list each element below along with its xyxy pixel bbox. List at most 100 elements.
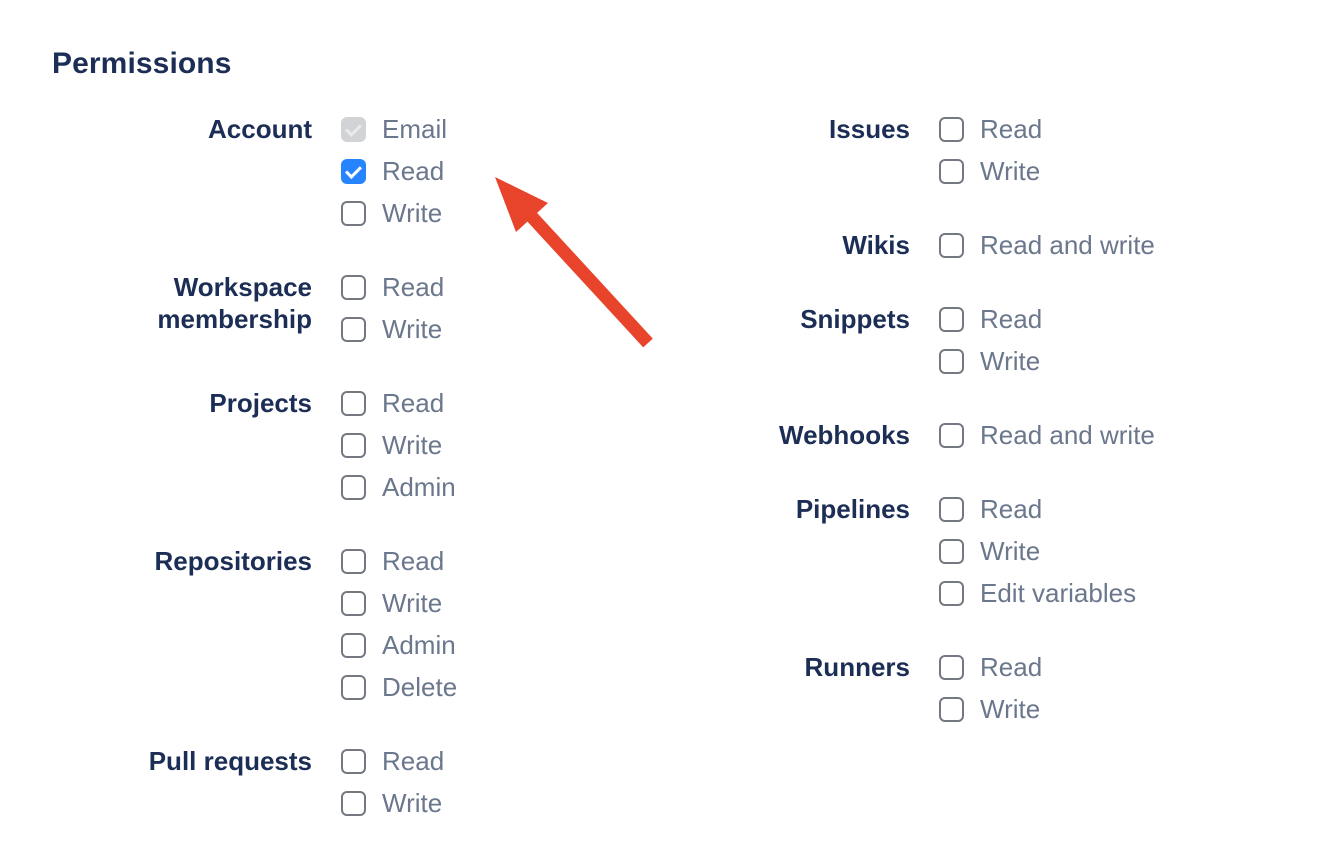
options-projects: Read Write Admin bbox=[341, 382, 456, 508]
checkbox-issues-read-icon[interactable] bbox=[939, 116, 964, 142]
option-label-account-write: Write bbox=[382, 198, 443, 228]
options-account: Email Read Write bbox=[341, 108, 447, 234]
checkbox-account-read-icon[interactable] bbox=[341, 158, 366, 184]
checkbox-pipelines-edit-variables-icon[interactable] bbox=[939, 580, 964, 606]
options-issues: Read Write bbox=[939, 108, 1042, 192]
options-pipelines: Read Write Edit variables bbox=[939, 488, 1136, 614]
checkbox-projects-read-icon[interactable] bbox=[341, 390, 366, 416]
group-label-snippets: Snippets bbox=[800, 304, 910, 334]
option-label-projects-write: Write bbox=[382, 430, 443, 460]
group-label-webhooks: Webhooks bbox=[779, 420, 910, 450]
option-label-pull-requests-write: Write bbox=[382, 788, 443, 818]
checkbox-account-email-icon bbox=[341, 116, 366, 142]
option-label-workspace-read: Read bbox=[382, 272, 445, 302]
group-label-repositories: Repositories bbox=[154, 546, 313, 576]
checkbox-runners-read-icon[interactable] bbox=[939, 654, 964, 680]
option-snippets-read[interactable]: Read bbox=[939, 298, 1042, 340]
group-label-account: Account bbox=[208, 114, 312, 144]
option-runners-write[interactable]: Write bbox=[939, 688, 1042, 730]
option-label-projects-read: Read bbox=[382, 388, 445, 418]
option-label-projects-admin: Admin bbox=[382, 472, 456, 502]
permission-group-issues: Issues Read Write bbox=[700, 108, 1155, 192]
option-workspace-read[interactable]: Read bbox=[341, 266, 444, 308]
checkbox-projects-admin-icon[interactable] bbox=[341, 474, 366, 500]
option-pull-requests-read[interactable]: Read bbox=[341, 740, 444, 782]
option-label-wikis-read-and-write: Read and write bbox=[980, 230, 1155, 260]
checkbox-snippets-write-icon[interactable] bbox=[939, 348, 964, 374]
checkbox-pipelines-read-icon[interactable] bbox=[939, 496, 964, 522]
option-label-runners-read: Read bbox=[980, 652, 1043, 682]
option-label-issues-write: Write bbox=[980, 156, 1041, 186]
option-label-repositories-read: Read bbox=[382, 546, 445, 576]
option-workspace-write[interactable]: Write bbox=[341, 308, 444, 350]
option-label-workspace-write: Write bbox=[382, 314, 443, 344]
option-label-account-read: Read bbox=[382, 156, 445, 186]
permission-group-account: Account Email Read Write bbox=[52, 108, 601, 234]
option-runners-read[interactable]: Read bbox=[939, 646, 1042, 688]
group-label-wikis: Wikis bbox=[842, 230, 910, 260]
group-label-projects: Projects bbox=[209, 388, 312, 418]
option-issues-write[interactable]: Write bbox=[939, 150, 1042, 192]
options-pull-requests: Read Write bbox=[341, 740, 444, 824]
checkbox-workspace-read-icon[interactable] bbox=[341, 274, 366, 300]
option-projects-write[interactable]: Write bbox=[341, 424, 456, 466]
option-projects-read[interactable]: Read bbox=[341, 382, 456, 424]
checkbox-webhooks-read-and-write-icon[interactable] bbox=[939, 422, 964, 448]
checkbox-repositories-admin-icon[interactable] bbox=[341, 632, 366, 658]
permission-group-repositories: Repositories Read Write Admin bbox=[52, 540, 601, 708]
checkbox-workspace-write-icon[interactable] bbox=[341, 316, 366, 342]
option-repositories-read[interactable]: Read bbox=[341, 540, 457, 582]
checkbox-pipelines-write-icon[interactable] bbox=[939, 538, 964, 564]
page-title: Permissions bbox=[52, 47, 232, 80]
checkbox-pull-requests-read-icon[interactable] bbox=[341, 748, 366, 774]
option-label-webhooks-read-and-write: Read and write bbox=[980, 420, 1155, 450]
permission-group-pipelines: Pipelines Read Write Edit variables bbox=[700, 488, 1155, 614]
option-label-snippets-write: Write bbox=[980, 346, 1041, 376]
option-label-pipelines-read: Read bbox=[980, 494, 1043, 524]
option-label-repositories-write: Write bbox=[382, 588, 443, 618]
checkbox-wikis-read-and-write-icon[interactable] bbox=[939, 232, 964, 258]
option-label-repositories-delete: Delete bbox=[382, 672, 458, 702]
option-label-pipelines-edit-variables: Edit variables bbox=[980, 578, 1137, 608]
option-account-write[interactable]: Write bbox=[341, 192, 447, 234]
options-snippets: Read Write bbox=[939, 298, 1042, 382]
checkbox-issues-write-icon[interactable] bbox=[939, 158, 964, 184]
option-pipelines-write[interactable]: Write bbox=[939, 530, 1136, 572]
option-repositories-delete[interactable]: Delete bbox=[341, 666, 457, 708]
checkbox-repositories-delete-icon[interactable] bbox=[341, 674, 366, 700]
option-label-snippets-read: Read bbox=[980, 304, 1043, 334]
option-repositories-write[interactable]: Write bbox=[341, 582, 457, 624]
option-pull-requests-write[interactable]: Write bbox=[341, 782, 444, 824]
option-repositories-admin[interactable]: Admin bbox=[341, 624, 457, 666]
option-pipelines-edit-variables[interactable]: Edit variables bbox=[939, 572, 1136, 614]
options-webhooks: Read and write bbox=[939, 414, 1155, 456]
checkbox-snippets-read-icon[interactable] bbox=[939, 306, 964, 332]
permission-group-pull-requests: Pull requests Read Write bbox=[52, 740, 601, 824]
option-pipelines-read[interactable]: Read bbox=[939, 488, 1136, 530]
option-projects-admin[interactable]: Admin bbox=[341, 466, 456, 508]
checkbox-repositories-read-icon[interactable] bbox=[341, 548, 366, 574]
option-label-pull-requests-read: Read bbox=[382, 746, 445, 776]
checkbox-repositories-write-icon[interactable] bbox=[341, 590, 366, 616]
option-issues-read[interactable]: Read bbox=[939, 108, 1042, 150]
options-repositories: Read Write Admin Delete bbox=[341, 540, 457, 708]
checkbox-runners-write-icon[interactable] bbox=[939, 696, 964, 722]
option-label-issues-read: Read bbox=[980, 114, 1043, 144]
permissions-column-right: Issues Read Write Wikis bbox=[700, 108, 1155, 762]
group-label-pull-requests: Pull requests bbox=[148, 746, 312, 776]
checkbox-account-write-icon[interactable] bbox=[341, 200, 366, 226]
option-label-account-email: Email bbox=[382, 114, 448, 144]
checkbox-projects-write-icon[interactable] bbox=[341, 432, 366, 458]
options-wikis: Read and write bbox=[939, 224, 1155, 266]
option-account-email: Email bbox=[341, 108, 447, 150]
checkbox-pull-requests-write-icon[interactable] bbox=[341, 790, 366, 816]
options-runners: Read Write bbox=[939, 646, 1042, 730]
option-webhooks-read-and-write[interactable]: Read and write bbox=[939, 414, 1155, 456]
option-snippets-write[interactable]: Write bbox=[939, 340, 1042, 382]
group-label-pipelines: Pipelines bbox=[795, 494, 910, 524]
option-wikis-read-and-write[interactable]: Read and write bbox=[939, 224, 1155, 266]
permission-group-runners: Runners Read Write bbox=[700, 646, 1155, 730]
option-account-read[interactable]: Read bbox=[341, 150, 447, 192]
group-label-issues: Issues bbox=[829, 114, 910, 144]
